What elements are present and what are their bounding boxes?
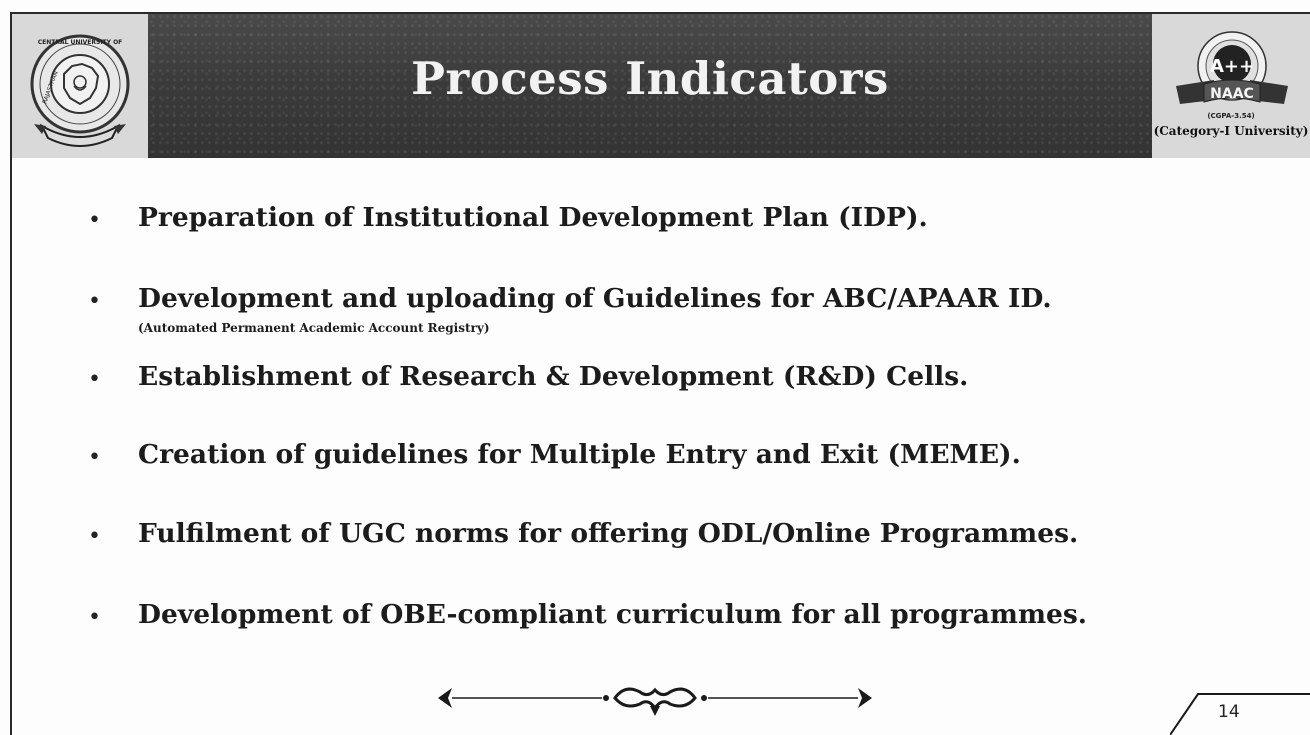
bullet-text: Preparation of Institutional Development…	[138, 202, 928, 233]
svg-text:NAAC: NAAC	[1210, 86, 1254, 102]
slide-border-left	[10, 12, 12, 735]
university-seal-icon: CENTRAL UNIVERSITY OF RAJASTHAN	[30, 34, 130, 147]
university-logo-panel: CENTRAL UNIVERSITY OF RAJASTHAN	[12, 14, 148, 158]
bullet-marker: •	[88, 367, 101, 392]
slide-border-top	[10, 12, 1310, 14]
bullet-text: Creation of guidelines for Multiple Entr…	[138, 439, 1021, 470]
decorative-flourish-icon	[438, 687, 872, 716]
page-number: 14	[1218, 702, 1240, 722]
naac-category-label: (Category-I University)	[1153, 124, 1309, 138]
header-banner	[12, 14, 1310, 158]
bullet-text: Development of OBE-compliant curriculum …	[138, 599, 1087, 630]
bullet-text: Development and uploading of Guidelines …	[138, 283, 1052, 314]
svg-text:CENTRAL UNIVERSITY OF: CENTRAL UNIVERSITY OF	[38, 39, 123, 46]
bullet-marker: •	[88, 605, 101, 630]
bullet-marker: •	[88, 445, 101, 470]
bullet-marker: •	[88, 208, 101, 233]
bullet-subtext: (Automated Permanent Academic Account Re…	[138, 321, 490, 335]
naac-cgpa-label: (CGPA-3.54)	[1207, 112, 1255, 120]
page-number-tab	[1170, 693, 1310, 735]
naac-badge-panel: A++ NAAC	[1152, 14, 1310, 158]
bullet-text: Fulfilment of UGC norms for offering ODL…	[138, 518, 1079, 549]
naac-badge-icon: A++ NAAC	[1176, 31, 1288, 104]
page-title: Process Indicators	[411, 52, 889, 105]
bullet-text: Establishment of Research & Development …	[138, 361, 969, 392]
svg-text:A++: A++	[1210, 56, 1254, 77]
bullet-marker: •	[88, 289, 101, 314]
bullet-marker: •	[88, 524, 101, 549]
